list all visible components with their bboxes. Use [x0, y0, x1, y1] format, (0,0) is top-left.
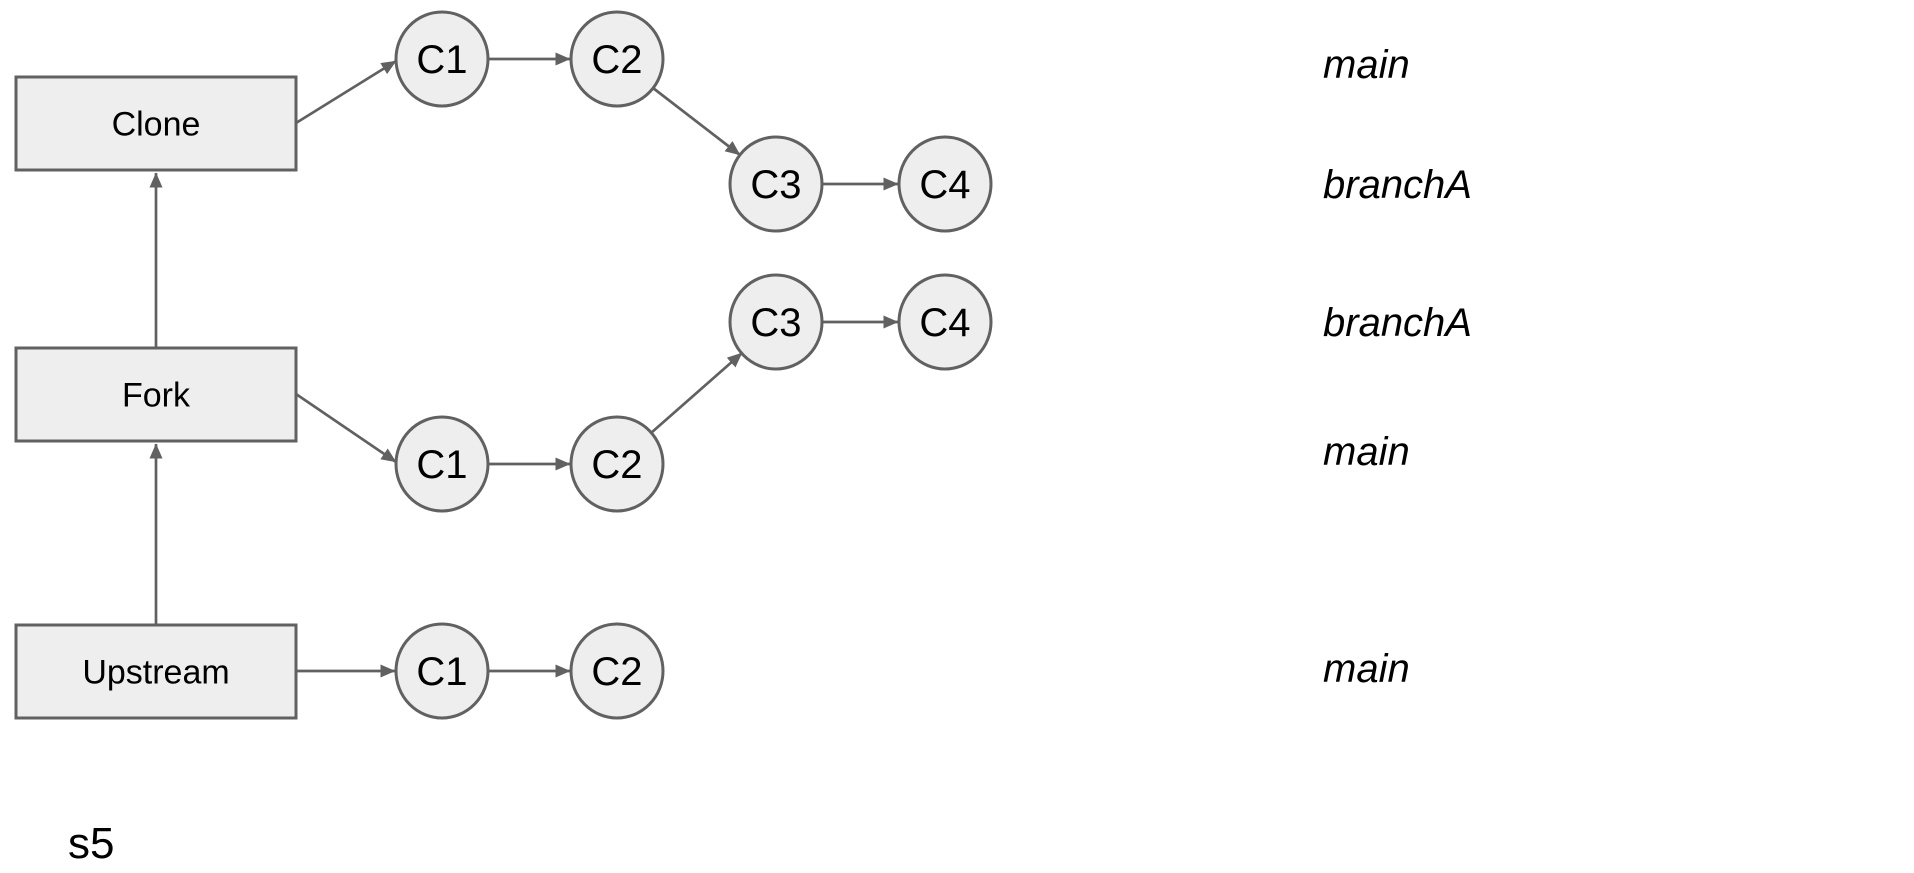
- repo-box-fork: Fork: [14, 346, 298, 443]
- branch-labels-layer: main branchA branchA main main: [1323, 43, 1472, 691]
- branch-label-fork-brancha: branchA: [1323, 301, 1472, 345]
- commit-node-clone-c1: C1: [394, 10, 490, 108]
- commit-node-label-fork-c2: C2: [591, 443, 642, 487]
- commit-node-circle-fork-c2: [569, 415, 665, 513]
- connector-arrow-clone-to-clone-c1: [295, 59, 397, 125]
- commit-node-fork-c1: C1: [394, 415, 490, 513]
- repo-box-label-fork: Fork: [122, 376, 191, 414]
- commit-node-clone-c2: C2: [569, 10, 665, 108]
- commit-node-circle-fork-c4: [897, 273, 993, 371]
- repo-box-rect-clone: [14, 75, 298, 172]
- repo-box-rect-upstream: [14, 623, 298, 720]
- branch-label-clone-brancha: branchA: [1323, 163, 1472, 207]
- commit-node-label-clone-c2: C2: [591, 38, 642, 82]
- commit-node-label-clone-c4: C4: [919, 163, 970, 207]
- connector-arrow-fork-c2-to-fork-c3: [650, 351, 743, 435]
- commit-node-label-fork-c4: C4: [919, 301, 970, 345]
- commit-node-clone-c3: C3: [728, 135, 824, 233]
- repo-box-label-upstream: Upstream: [82, 653, 229, 691]
- branch-label-fork-main: main: [1323, 430, 1410, 474]
- commit-node-circle-upstream-c1: [394, 622, 490, 720]
- commit-node-label-upstream-c2: C2: [591, 650, 642, 694]
- branch-label-upstream-main: main: [1323, 647, 1410, 691]
- repo-box-upstream: Upstream: [14, 623, 298, 720]
- commit-node-fork-c3: C3: [728, 273, 824, 371]
- connector-arrow-fork-to-fork-c1: [295, 392, 397, 464]
- commit-node-upstream-c1: C1: [394, 622, 490, 720]
- commit-node-circle-clone-c1: [394, 10, 490, 108]
- commit-node-circle-clone-c4: [897, 135, 993, 233]
- branch-label-clone-main: main: [1323, 43, 1410, 87]
- commit-node-circle-upstream-c2: [569, 622, 665, 720]
- commit-node-label-clone-c3: C3: [750, 163, 801, 207]
- connectors-layer: [149, 52, 899, 678]
- commit-node-label-fork-c3: C3: [750, 301, 801, 345]
- slide-number-label: s5: [68, 819, 114, 868]
- commit-node-circle-clone-c2: [569, 10, 665, 108]
- commit-node-upstream-c2: C2: [569, 622, 665, 720]
- commit-node-label-fork-c1: C1: [416, 443, 467, 487]
- commit-node-fork-c4: C4: [897, 273, 993, 371]
- commit-node-circle-fork-c1: [394, 415, 490, 513]
- connector-arrow-clone-c2-to-clone-c3: [652, 86, 741, 157]
- commit-node-fork-c2: C2: [569, 415, 665, 513]
- repo-box-label-clone: Clone: [112, 105, 201, 143]
- commit-node-circle-clone-c3: [728, 135, 824, 233]
- commit-node-label-upstream-c1: C1: [416, 650, 467, 694]
- repo-box-rect-fork: [14, 346, 298, 443]
- commit-node-clone-c4: C4: [897, 135, 993, 233]
- commit-node-circle-fork-c3: [728, 273, 824, 371]
- repo-box-clone: Clone: [14, 75, 298, 172]
- commit-node-label-clone-c1: C1: [416, 38, 467, 82]
